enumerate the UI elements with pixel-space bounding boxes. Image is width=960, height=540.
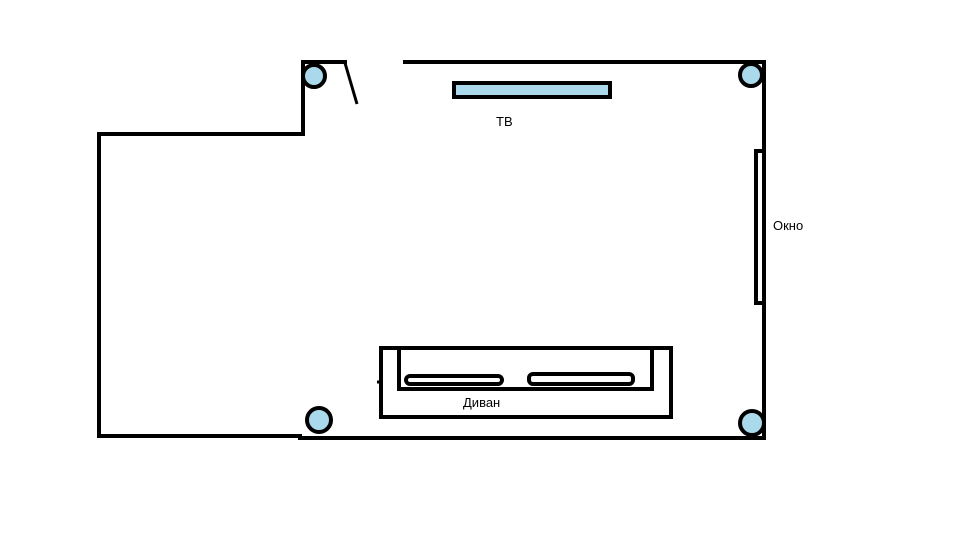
window-shape: [754, 149, 766, 305]
sofa-cushion-right: [527, 372, 635, 386]
tv-label: ТВ: [496, 114, 513, 129]
door-leaf: [343, 62, 359, 105]
wall-notch: [298, 60, 347, 136]
column-top-right: [738, 62, 764, 88]
wall-top-right: [298, 60, 766, 440]
column-bottom-right: [738, 409, 766, 437]
sofa-back: [397, 348, 654, 391]
room-walls: [97, 60, 766, 440]
wall-left-section: [97, 132, 302, 438]
sofa-cushion-left: [404, 374, 504, 386]
tv-shape: [452, 81, 612, 99]
column-bottom-left: [305, 406, 333, 434]
window-label: Окно: [773, 218, 804, 233]
sofa-label: Диван: [463, 395, 501, 410]
sofa-shape: [377, 346, 673, 419]
column-top-left: [301, 63, 327, 89]
corner-columns: [301, 62, 766, 437]
